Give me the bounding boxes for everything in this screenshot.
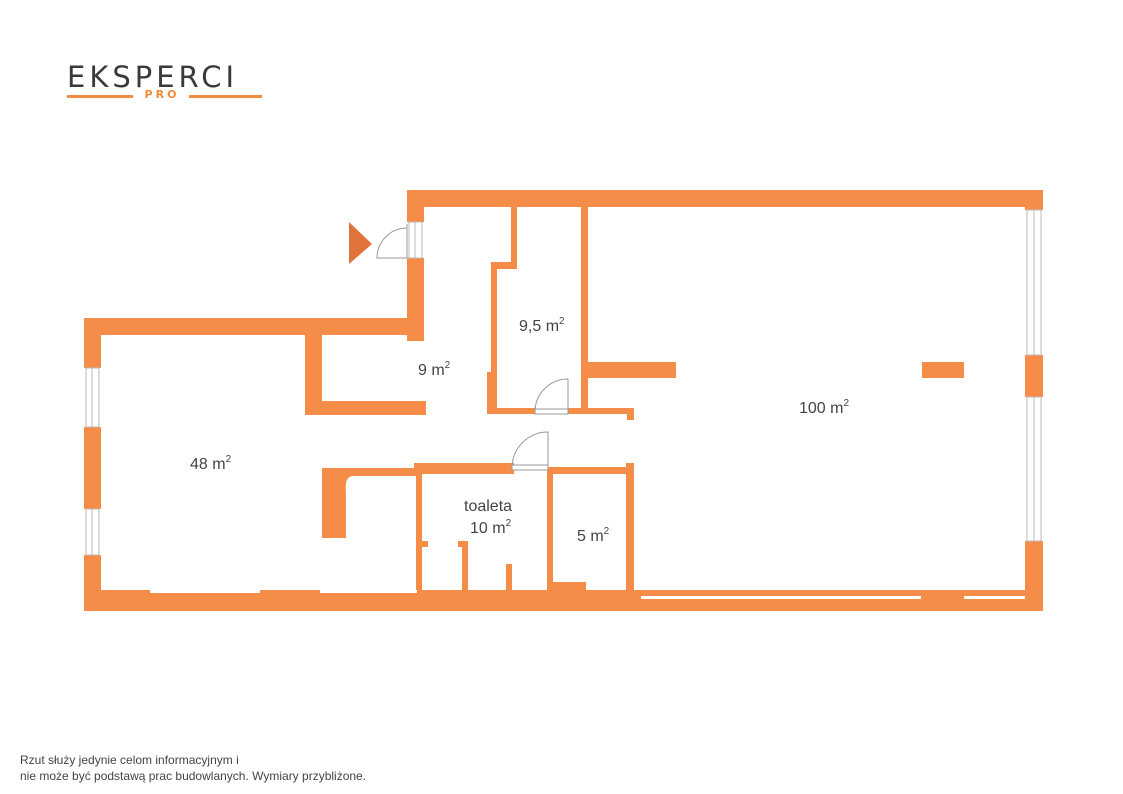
disclaimer-line-1: Rzut służy jedynie celom informacyjnym i (20, 753, 239, 767)
wall-toilet-right (626, 463, 634, 603)
logo-line-left (67, 95, 133, 98)
wall-closet (553, 582, 586, 602)
wall-toilet-top-right (549, 467, 634, 474)
brand-logo: EKSPERCI PRO (67, 60, 262, 105)
window-bottom-a (150, 590, 260, 593)
wall-stall-b (506, 564, 512, 602)
room-label-5: 5 m2 (577, 526, 610, 545)
wall-right-c (1025, 541, 1043, 611)
wall-entry-top (407, 190, 424, 222)
wall-toilet-top-left (414, 463, 514, 474)
wall-left-top (84, 318, 424, 335)
wall-room95-bottom-left (487, 408, 535, 414)
wall-right-b (1025, 355, 1043, 397)
wall-room95-step (491, 262, 517, 269)
wall-partition-stub (581, 362, 676, 378)
wall-partition-main (581, 207, 588, 414)
wall-bar-counter (322, 468, 418, 538)
wall-room95-bottom-right (568, 408, 634, 414)
wall-pillar (922, 362, 964, 378)
doors (376, 224, 569, 471)
brand-sub: PRO (144, 88, 180, 101)
room-label-48: 48 m2 (190, 454, 232, 473)
door-threshold (511, 464, 549, 471)
entrance-arrow-icon (349, 222, 372, 264)
room-label-9-5: 9,5 m2 (519, 316, 565, 335)
wall-corridor-left (305, 335, 322, 410)
door-swing-icon (534, 378, 569, 413)
window-bottom-c (641, 596, 921, 599)
wall-stub (627, 408, 634, 420)
door-threshold (534, 408, 569, 415)
wall-room95-top (511, 207, 517, 269)
wall-corridor-bottom (305, 401, 426, 415)
door-swing-icon (511, 431, 549, 469)
wall-room95-jog (487, 372, 497, 414)
room-label-toilet-area: 10 m2 (470, 518, 512, 537)
wall-left-b (84, 427, 101, 509)
wall-toilet-left (416, 463, 422, 603)
walls (84, 190, 1043, 611)
wall-left-a (84, 318, 101, 368)
room-label-100: 100 m2 (799, 398, 849, 417)
wall-stall-a (462, 541, 468, 602)
wall-right-a (1025, 190, 1043, 210)
windows (85, 209, 1042, 556)
disclaimer: Rzut służy jedynie celom informacyjnym i… (20, 752, 640, 784)
wall-stall-left-cap (420, 541, 428, 547)
wall-room95-left (491, 262, 497, 414)
room-label-toilet: toaleta (464, 498, 512, 515)
window-bottom-d (964, 596, 1025, 599)
wall-toilet-mid (547, 467, 553, 601)
window-bottom-b (320, 590, 417, 593)
door-swing-icon (376, 227, 408, 259)
logo-line-right (189, 95, 262, 98)
room-label-9: 9 m2 (418, 360, 451, 379)
wall-top (407, 190, 1043, 207)
brand-name: EKSPERCI (67, 60, 239, 94)
disclaimer-line-2: nie może być podstawą prac budowlanych. … (20, 769, 367, 783)
